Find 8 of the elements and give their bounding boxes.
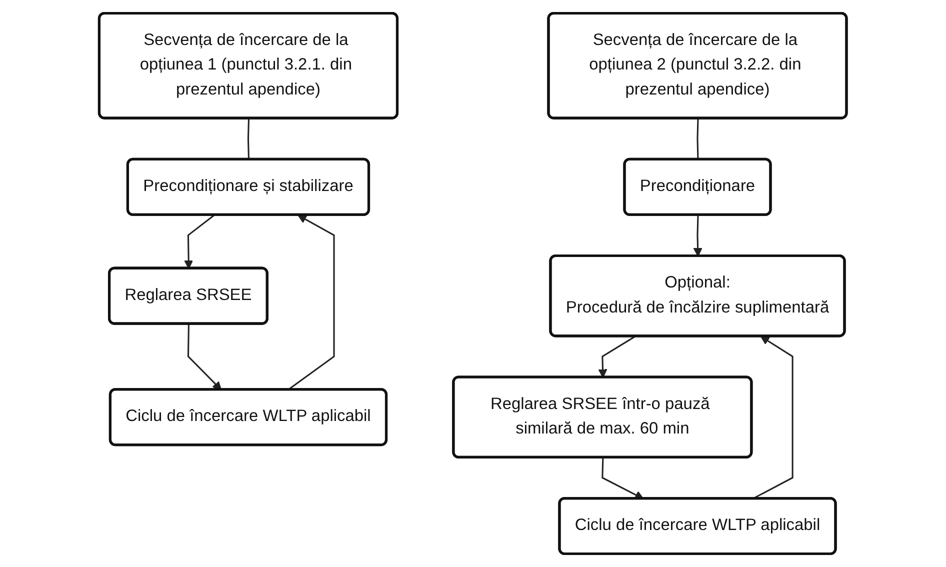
arrow [598, 336, 636, 378]
arrow [693, 215, 702, 257]
arrow [288, 214, 335, 390]
connector [696, 118, 699, 160]
arrow [184, 214, 215, 269]
connector [248, 118, 250, 160]
arrow [602, 458, 644, 500]
arrow [188, 324, 222, 390]
